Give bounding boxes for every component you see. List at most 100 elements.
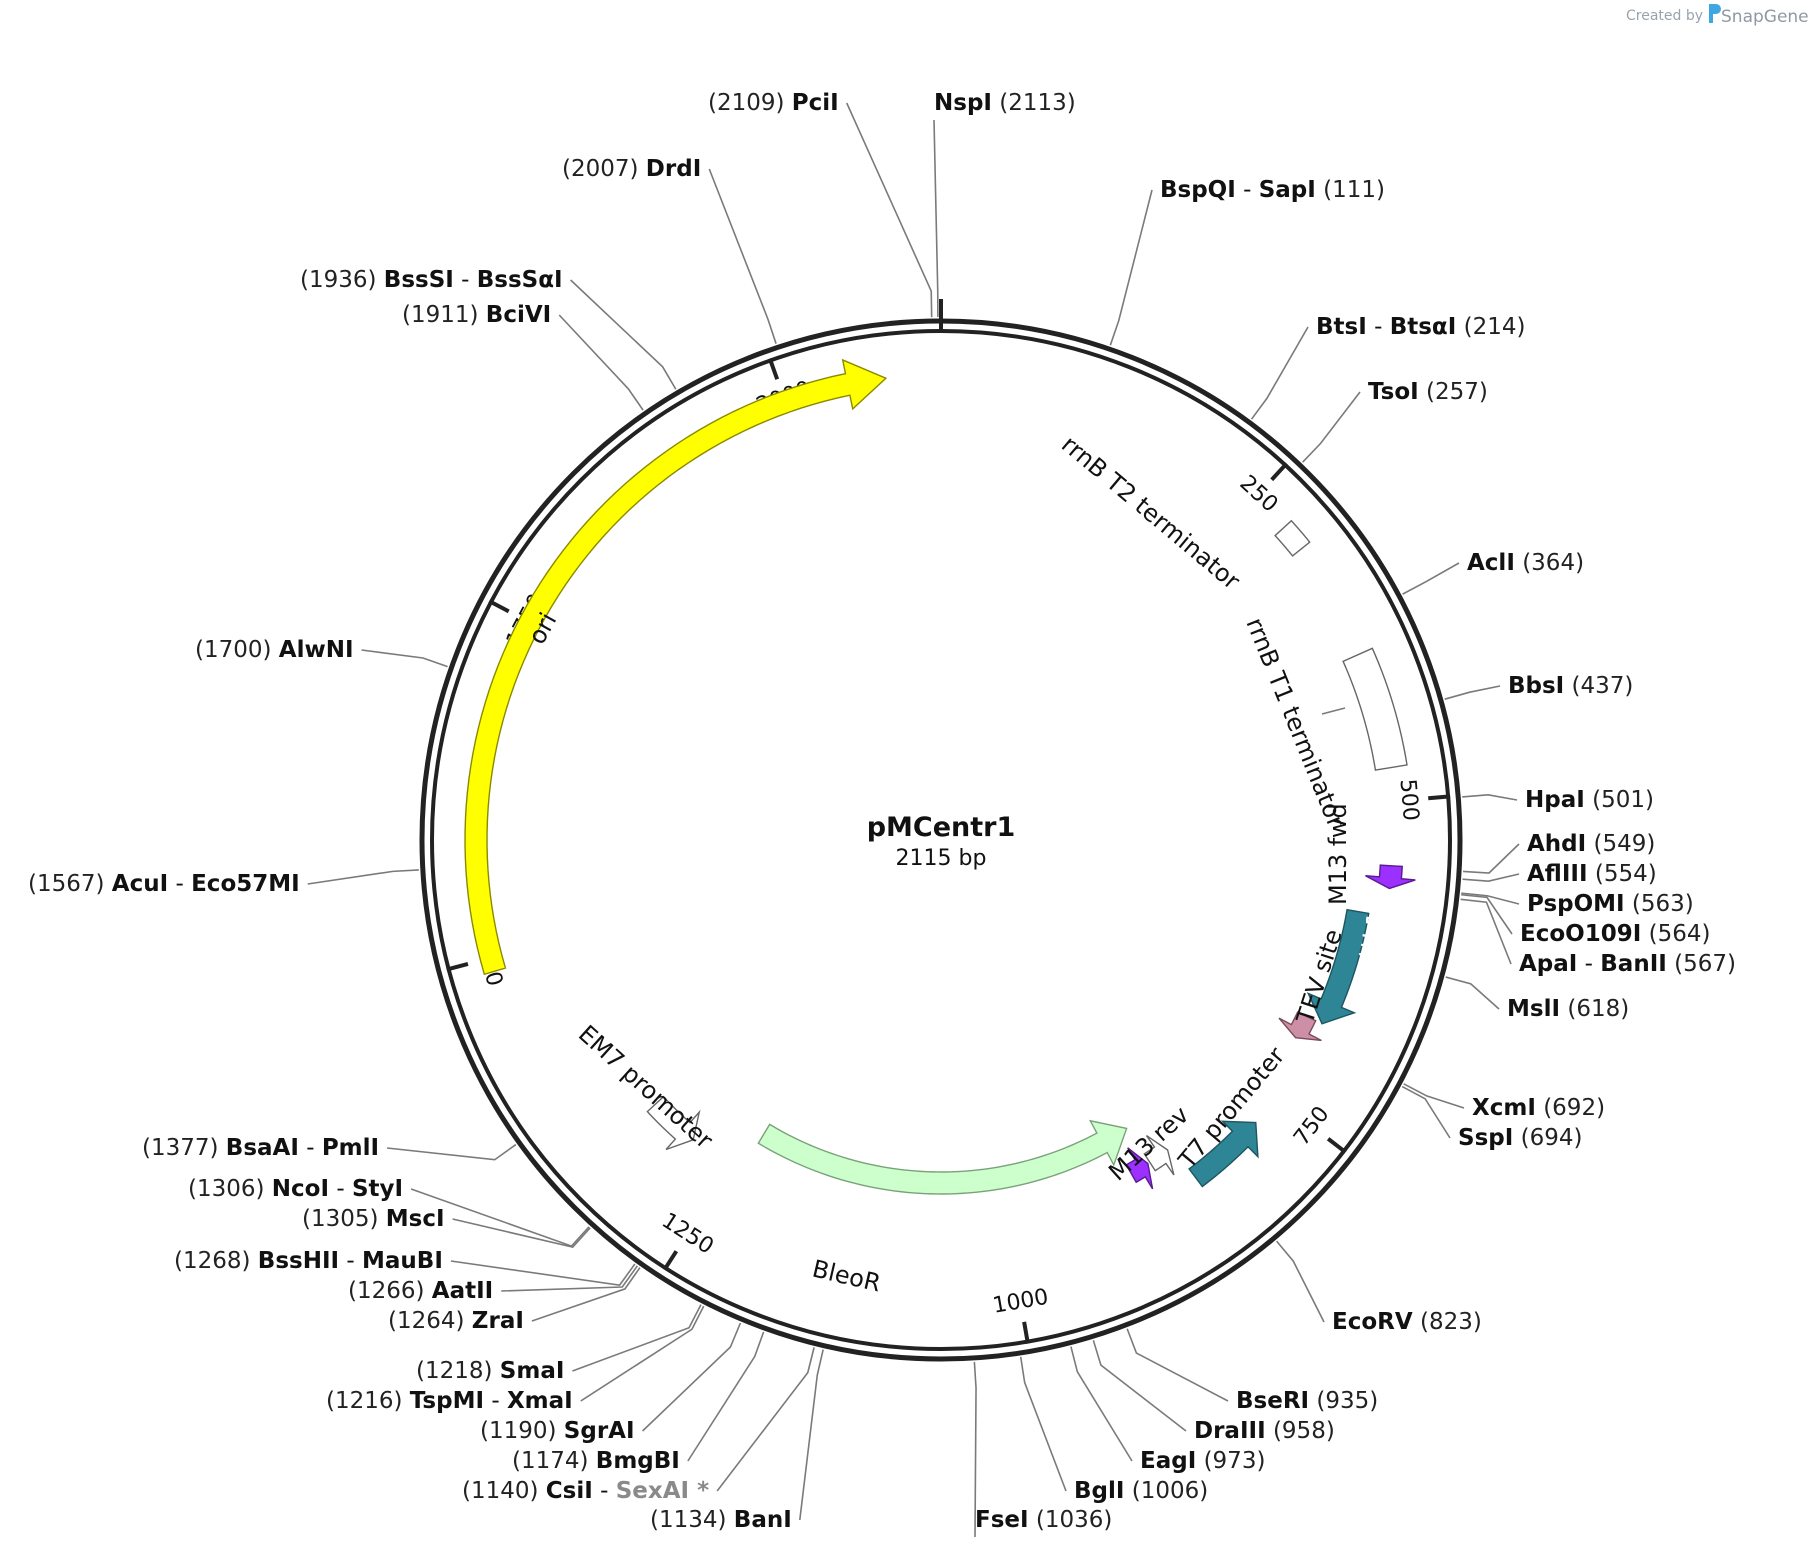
site-text: (1936)	[300, 267, 384, 293]
site-text: MscI	[386, 1206, 445, 1232]
site-text: BmgBI	[596, 1448, 680, 1474]
ruler-tick-mark	[1428, 794, 1451, 801]
restriction-site-bmgbi[interactable]: (1174) BmgBI	[512, 1331, 765, 1474]
restriction-site-bani[interactable]: (1134) BanI	[650, 1349, 824, 1533]
site-leader-line	[307, 869, 419, 885]
site-leader-line	[687, 1331, 765, 1462]
site-text: CsiI	[546, 1478, 593, 1504]
snapgene-credit[interactable]: Created by SnapGene	[1626, 4, 1809, 27]
site-text: BbsI	[1508, 673, 1564, 699]
restriction-site-btsi[interactable]: BtsI - BtsαI (214)	[1250, 314, 1526, 420]
restriction-site-bsssi[interactable]: (1936) BssSI - BssSαI	[300, 267, 677, 390]
site-text: (1006)	[1124, 1478, 1208, 1504]
ruler-tick-label: 1250	[657, 1208, 718, 1259]
feature-arrow-t7-promoter[interactable]	[1143, 1135, 1175, 1176]
feature-arrow-attl1[interactable]	[1306, 908, 1370, 1025]
feature-arrow-rrnb-t2-terminator[interactable]	[1274, 519, 1311, 557]
site-text: PciI	[792, 90, 839, 116]
feature-arrow-m13-rev[interactable]	[1125, 1147, 1154, 1190]
site-label: (1268) BssHII - MauBI	[174, 1248, 443, 1274]
feature-arrow-attl2[interactable]	[1188, 1120, 1259, 1188]
site-text: BssSαI	[477, 267, 563, 293]
restriction-site-xcmi[interactable]: XcmI (692)	[1403, 1083, 1605, 1121]
site-leader-line	[1109, 189, 1153, 346]
site-leader-line	[572, 1304, 702, 1372]
restriction-site-aatii[interactable]: (1266) AatII	[348, 1265, 639, 1304]
site-label: XcmI (692)	[1472, 1095, 1605, 1121]
site-leader-line	[531, 1267, 641, 1322]
site-text: StyI	[352, 1176, 403, 1202]
site-text: (1134)	[650, 1507, 734, 1533]
restriction-site-bgli[interactable]: BglI (1006)	[1019, 1356, 1209, 1504]
feature-arrow-m13-fwd[interactable]	[1365, 864, 1416, 890]
restriction-site-eagi[interactable]: EagI (973)	[1070, 1346, 1266, 1474]
feature-arrow-rrnb-t1-terminator[interactable]	[1342, 647, 1408, 771]
feature-label-bleor: BleoR	[810, 1255, 884, 1298]
restriction-site-zrai[interactable]: (1264) ZraI	[388, 1267, 641, 1334]
restriction-site-msci[interactable]: (1305) MscI	[302, 1206, 591, 1249]
restriction-site-bsaai[interactable]: (1377) BsaAI - PmlI	[142, 1135, 517, 1161]
site-text: ApaI	[1519, 951, 1577, 977]
restriction-site-afliii[interactable]: AflIII (554)	[1462, 861, 1657, 887]
feature-arrow-tev-site[interactable]	[1278, 1011, 1322, 1042]
restriction-site-apai[interactable]: ApaI - BanII (567)	[1460, 898, 1736, 977]
restriction-site-sgrai[interactable]: (1190) SgrAI	[480, 1322, 742, 1444]
ruler-tick-mark	[1022, 1321, 1030, 1344]
site-label: MslI (618)	[1507, 996, 1629, 1022]
restriction-site-pspomi[interactable]: PspOMI (563)	[1461, 891, 1694, 917]
site-text: (973)	[1196, 1448, 1265, 1474]
site-label: BspQI - SapI (111)	[1160, 177, 1385, 203]
restriction-site-drdi[interactable]: (2007) DrdI	[562, 156, 777, 344]
site-leader-line	[1403, 1083, 1465, 1109]
site-text: AclI	[1467, 550, 1515, 576]
restriction-site-acli[interactable]: AclI (364)	[1402, 550, 1584, 595]
site-text: BssHII	[258, 1248, 339, 1274]
feature-arrow-em7-promoter[interactable]	[646, 1095, 701, 1151]
restriction-site-csii[interactable]: (1140) CsiI - SexAI *	[462, 1347, 815, 1504]
site-label: (1134) BanI	[650, 1507, 792, 1533]
site-label: PspOMI (563)	[1527, 891, 1694, 917]
restriction-site-acui[interactable]: (1567) AcuI - Eco57MI	[28, 869, 419, 897]
restriction-site-fsei[interactable]: FseI (1036)	[973, 1361, 1112, 1538]
restriction-site-pcii[interactable]: (2109) PciI	[708, 90, 933, 318]
site-label: EcoO109I (564)	[1520, 921, 1710, 947]
site-text: BanI	[734, 1507, 792, 1533]
site-leader-line	[1401, 1085, 1451, 1139]
restriction-site-sspi[interactable]: SspI (694)	[1401, 1085, 1582, 1151]
restriction-site-nspi[interactable]: NspI (2113)	[933, 90, 1076, 318]
site-text: (1305)	[302, 1206, 386, 1232]
restriction-site-ecorv[interactable]: EcoRV (823)	[1275, 1240, 1482, 1335]
restriction-site-bseri[interactable]: BseRI (935)	[1126, 1328, 1378, 1414]
site-text: (564)	[1641, 921, 1710, 947]
restriction-site-tspmi[interactable]: (1216) TspMI - XmaI	[326, 1305, 705, 1414]
restriction-site-ahdi[interactable]: AhdI (549)	[1463, 831, 1655, 874]
site-label: DraIII (958)	[1194, 1418, 1335, 1444]
site-text: SspI	[1458, 1125, 1513, 1151]
feature-arrow-ori[interactable]	[464, 358, 888, 976]
site-text: EcoO109I	[1520, 921, 1641, 947]
restriction-site-bspqi[interactable]: BspQI - SapI (111)	[1109, 177, 1385, 346]
restriction-site-hpai[interactable]: HpaI (501)	[1462, 787, 1654, 813]
restriction-site-msli[interactable]: MslI (618)	[1445, 976, 1629, 1022]
site-text: (1268)	[174, 1248, 258, 1274]
restriction-site-bbsi[interactable]: BbsI (437)	[1444, 673, 1634, 700]
rrnb-t1-leader-line	[1321, 707, 1346, 715]
restriction-site-smai[interactable]: (1218) SmaI	[416, 1304, 702, 1384]
site-text: DrdI	[646, 156, 701, 182]
restriction-site-alwni[interactable]: (1700) AlwNI	[195, 637, 448, 668]
site-text: (257)	[1419, 379, 1488, 405]
site-leader-line	[1444, 685, 1501, 700]
site-text: DraIII	[1194, 1418, 1266, 1444]
restriction-site-ecoo109i[interactable]: EcoO109I (564)	[1461, 893, 1710, 947]
site-text: XmaI	[507, 1388, 573, 1414]
site-text: (692)	[1536, 1095, 1605, 1121]
restriction-site-ncoi[interactable]: (1306) NcoI - StyI	[188, 1176, 590, 1248]
restriction-site-bsshii[interactable]: (1268) BssHII - MauBI	[174, 1248, 636, 1286]
restriction-site-bcivi[interactable]: (1911) BciVI	[402, 302, 644, 411]
restriction-site-draiii[interactable]: DraIII (958)	[1092, 1340, 1335, 1444]
site-leader-line	[387, 1143, 517, 1161]
site-text: BanII	[1600, 951, 1667, 977]
feature-arrow-bleor[interactable]	[757, 1119, 1128, 1195]
site-label: (1140) CsiI - SexAI *	[462, 1478, 709, 1504]
restriction-site-tsoi[interactable]: TsoI (257)	[1302, 379, 1488, 463]
